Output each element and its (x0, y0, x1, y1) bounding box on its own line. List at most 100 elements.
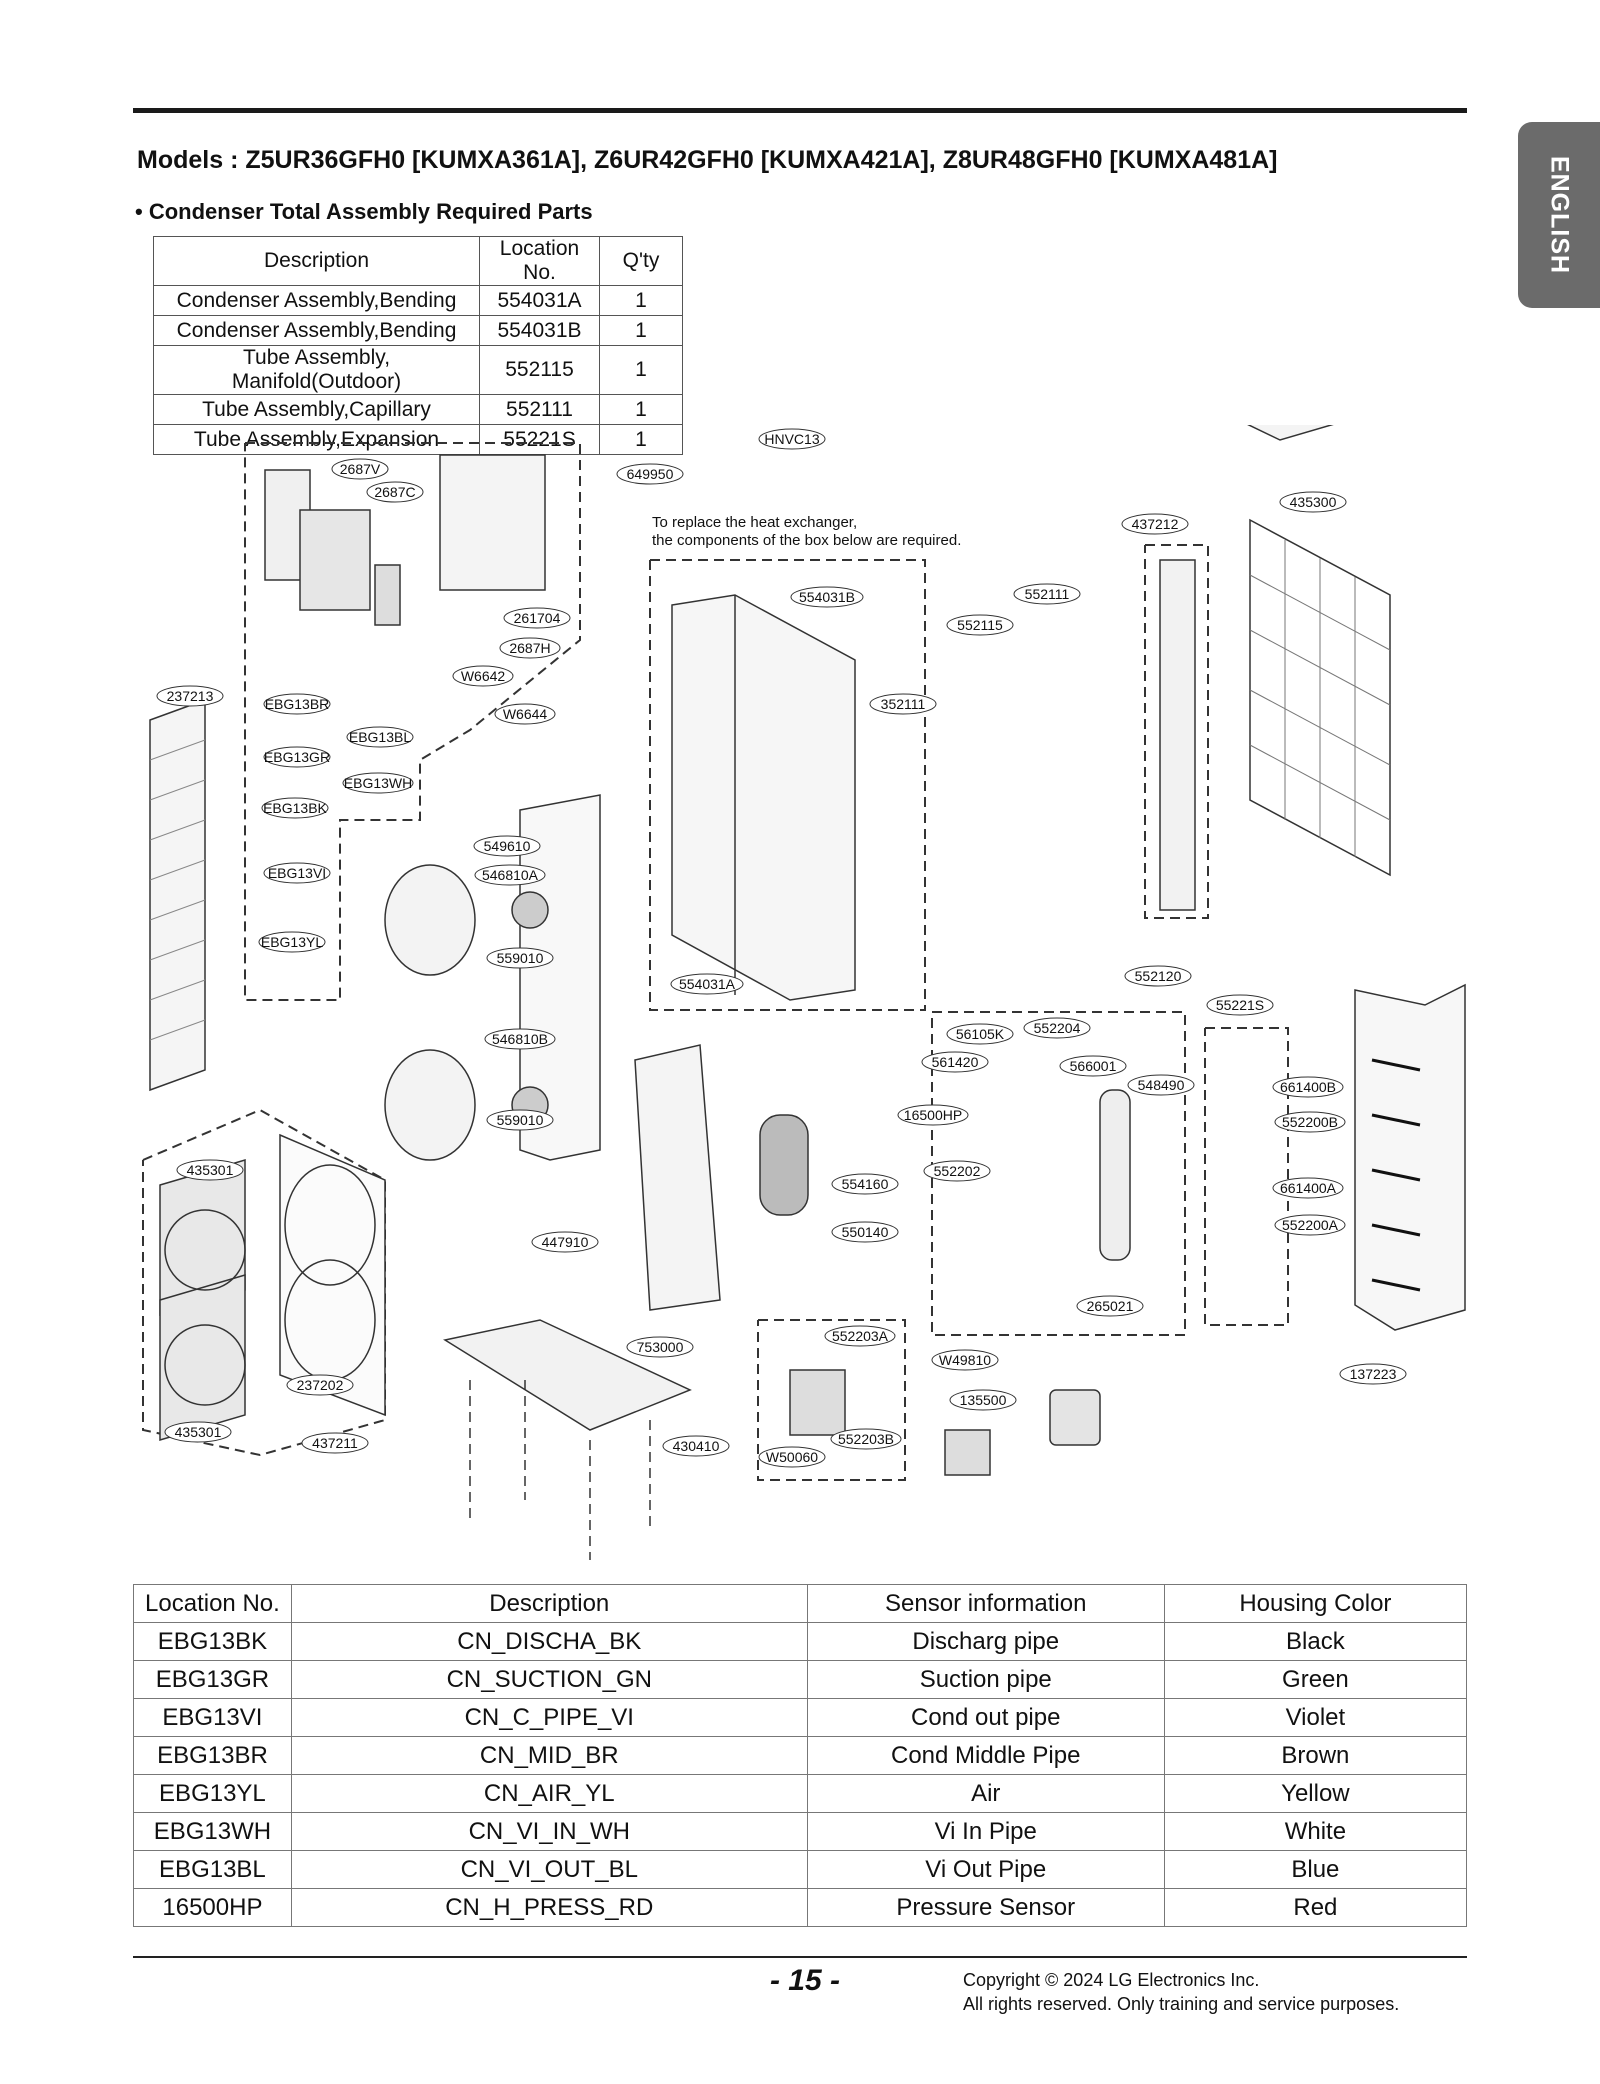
part-label: 559010 (486, 947, 554, 969)
table-cell: Red (1163, 1888, 1468, 1927)
table-cell: CN_SUCTION_GN (290, 1660, 808, 1699)
table-cell: EBG13WH (133, 1812, 292, 1851)
svg-text:552115: 552115 (957, 617, 1003, 633)
svg-text:437212: 437212 (1132, 516, 1179, 532)
svg-text:559010: 559010 (497, 950, 544, 966)
svg-text:559010: 559010 (497, 1112, 544, 1128)
svg-text:566001: 566001 (1070, 1058, 1117, 1074)
svg-text:435300: 435300 (1290, 494, 1337, 510)
table-cell: EBG13BL (133, 1850, 292, 1889)
svg-text:EBG13BK: EBG13BK (263, 800, 327, 816)
column-header: Description (290, 1584, 808, 1623)
table-cell: EBG13YL (133, 1774, 292, 1813)
part-label: 56105K (946, 1023, 1014, 1045)
column-header: Location No. (133, 1584, 292, 1623)
part-label: W50060 (758, 1446, 826, 1468)
svg-text:552120: 552120 (1135, 968, 1182, 984)
table-cell: Yellow (1163, 1774, 1468, 1813)
table-cell: CN_MID_BR (290, 1736, 808, 1775)
part-label: 550140 (831, 1221, 899, 1243)
part-label: 554031B (790, 586, 864, 608)
table-cell: Air (806, 1774, 1165, 1813)
part-label: W6642 (452, 665, 514, 687)
table-cell: 552111 (479, 394, 600, 425)
table-cell: CN_AIR_YL (290, 1774, 808, 1813)
table-cell: 1 (599, 424, 683, 455)
column-header: Description (153, 236, 480, 286)
part-label: 430410 (662, 1435, 730, 1457)
svg-text:W6642: W6642 (461, 668, 506, 684)
svg-text:237202: 237202 (297, 1377, 344, 1393)
part-label: 554031A (670, 973, 744, 995)
part-label: EBG13GR (263, 746, 331, 768)
svg-text:546810A: 546810A (482, 867, 539, 883)
part-label: 352111 (869, 693, 937, 715)
part-label: 437212 (1121, 513, 1189, 535)
table-cell: 1 (599, 345, 683, 395)
svg-text:EBG13YL: EBG13YL (261, 934, 323, 950)
svg-text:HNVC13: HNVC13 (764, 431, 819, 447)
svg-text:552200A: 552200A (1282, 1217, 1339, 1233)
table-cell: CN_VI_IN_WH (290, 1812, 808, 1851)
part-label: 265021 (1076, 1295, 1144, 1317)
part-label: 552203A (824, 1325, 896, 1347)
part-label: 549610 (473, 835, 541, 857)
svg-text:EBG13VI: EBG13VI (268, 865, 326, 881)
svg-text:16500HP: 16500HP (904, 1107, 962, 1123)
table-cell: Black (1163, 1622, 1468, 1661)
part-label: 55221S (1206, 994, 1274, 1016)
part-label: 435301 (176, 1159, 244, 1181)
copyright-line: Copyright © 2024 LG Electronics Inc. (963, 1970, 1260, 1990)
svg-text:554160: 554160 (842, 1176, 889, 1192)
svg-text:W49810: W49810 (939, 1352, 991, 1368)
svg-text:649950: 649950 (627, 466, 674, 482)
diagram-note-line2: the components of the box below are requ… (652, 532, 961, 549)
part-label: 552203B (830, 1428, 902, 1450)
svg-text:548490: 548490 (1138, 1077, 1185, 1093)
copyright-line: All rights reserved. Only training and s… (963, 1994, 1400, 2014)
part-label: 2687V (331, 458, 389, 480)
table-cell: 1 (599, 315, 683, 346)
table-cell: Suction pipe (806, 1660, 1165, 1699)
svg-text:549610: 549610 (484, 838, 531, 854)
part-label: 552120 (1124, 965, 1192, 987)
part-label: 435300 (1279, 491, 1347, 513)
column-header: Housing Color (1163, 1584, 1468, 1623)
svg-text:EBG13BL: EBG13BL (349, 729, 411, 745)
svg-text:552203B: 552203B (838, 1431, 894, 1447)
part-label: EBG13YL (258, 931, 326, 953)
column-header: Sensor information (806, 1584, 1165, 1623)
svg-text:661400B: 661400B (1280, 1079, 1336, 1095)
exploded-parts-diagram: To replace the heat exchanger, the compo… (142, 425, 1466, 1560)
part-label: 546810B (484, 1028, 556, 1050)
part-label: 16500HP (897, 1104, 969, 1126)
svg-text:552203A: 552203A (832, 1328, 889, 1344)
svg-text:550140: 550140 (842, 1224, 889, 1240)
table-cell: 554031B (479, 315, 600, 346)
part-label: 237213 (156, 685, 224, 707)
svg-text:EBG13WH: EBG13WH (344, 775, 412, 791)
svg-text:552202: 552202 (934, 1163, 981, 1179)
svg-text:2687H: 2687H (509, 640, 550, 656)
table-cell: Tube Assembly,Capillary (153, 394, 480, 425)
table-cell: Discharg pipe (806, 1622, 1165, 1661)
svg-text:552204: 552204 (1034, 1020, 1081, 1036)
copyright-notice: Copyright © 2024 LG Electronics Inc. All… (963, 1968, 1399, 2016)
svg-text:56105K: 56105K (956, 1026, 1005, 1042)
part-label: 2687C (366, 481, 424, 503)
svg-text:55221S: 55221S (1216, 997, 1264, 1013)
language-tab: ENGLISH (1518, 122, 1600, 308)
svg-text:554031A: 554031A (679, 976, 736, 992)
table-cell: Violet (1163, 1698, 1468, 1737)
svg-text:552200B: 552200B (1282, 1114, 1338, 1130)
part-label: 552204 (1023, 1017, 1091, 1039)
page-title: Models : Z5UR36GFH0 [KUMXA361A], Z6UR42G… (137, 146, 1278, 174)
part-label: 2687H (499, 637, 561, 659)
table-cell: Tube Assembly, Manifold(Outdoor) (153, 345, 480, 395)
svg-text:135500: 135500 (960, 1392, 1007, 1408)
